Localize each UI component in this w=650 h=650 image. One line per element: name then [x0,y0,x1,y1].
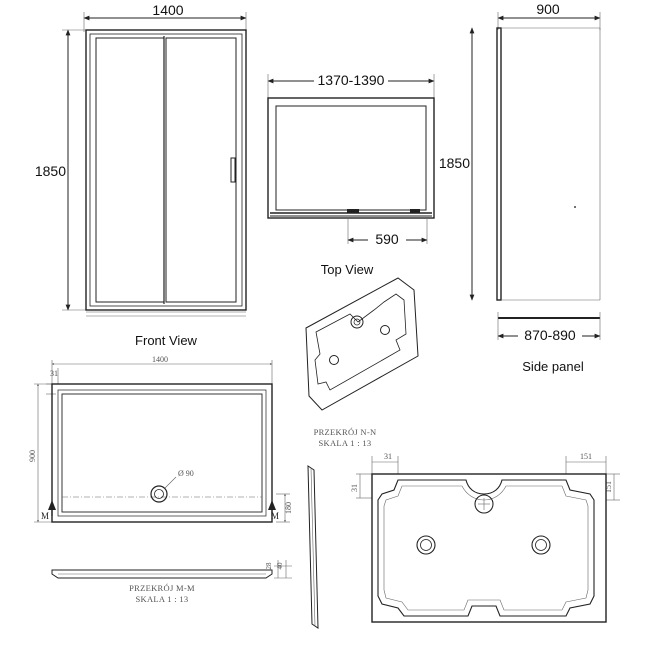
front-enclosure [85,29,247,317]
tray-depth-label: 900 [28,450,37,462]
section-mm-scale: SKALA 1 : 13 [136,594,189,604]
tray-outline [51,383,273,523]
section-mark-right: M [271,511,279,521]
waste-outlet-icon [150,485,168,503]
tray-width-label: 1400 [152,355,168,364]
section-dim-b-label: 40 [276,562,284,570]
front-height-label: 1850 [35,163,66,179]
section-mm-view: 28 40 PRZEKRÓJ M-M SKALA 1 : 13 [51,560,292,604]
waste-diameter-label: Ø 90 [178,469,194,478]
underside-foot-right-icon [531,535,551,555]
side-panel-view: 900 1850 870-890 Side panel [439,1,601,374]
front-view: 1400 1850 Front View [35,2,247,348]
tray-underside-view: PRZEKRÓJ N-N SKALA 1 : 13 31 31 151 151 [307,427,620,629]
underside-waste-icon [474,494,494,514]
side-width-label: 900 [536,1,560,17]
tray-corner-label: 31 [50,369,58,378]
door-width-label: 590 [375,231,399,247]
section-nn-scale: SKALA 1 : 13 [319,438,372,448]
section-dim-a-label: 28 [265,562,273,570]
front-view-caption: Front View [135,333,198,348]
section-nn-caption: PRZEKRÓJ N-N [314,427,377,437]
underside-right-top-label: 151 [580,452,592,461]
tray-end-label: 180 [284,502,293,514]
underside-outline [371,473,607,623]
tray-plan-view: 1400 31 900 Ø 90 M M 180 [28,355,293,523]
tray-perspective-view [305,277,419,411]
section-mm-caption: PRZEKRÓJ M-M [129,583,195,593]
underside-left-top-label: 31 [384,452,392,461]
top-enclosure [267,97,435,219]
underside-foot-left-icon [416,535,436,555]
side-bottom-label: 870-890 [524,327,576,343]
underside-left-side-label: 31 [350,484,359,492]
door-handle-icon [230,157,236,183]
section-nn-profile [307,465,319,629]
top-width-label: 1370-1390 [318,72,385,88]
top-view: 1370-1390 590 Top View [267,72,435,277]
top-view-caption: Top View [321,262,374,277]
side-panel-glass [496,27,601,301]
underside-right-side-label: 151 [604,481,613,493]
front-width-label: 1400 [152,2,183,18]
side-height-label: 1850 [439,155,470,171]
side-panel-caption: Side panel [522,359,584,374]
section-mark-left: M [41,511,49,521]
